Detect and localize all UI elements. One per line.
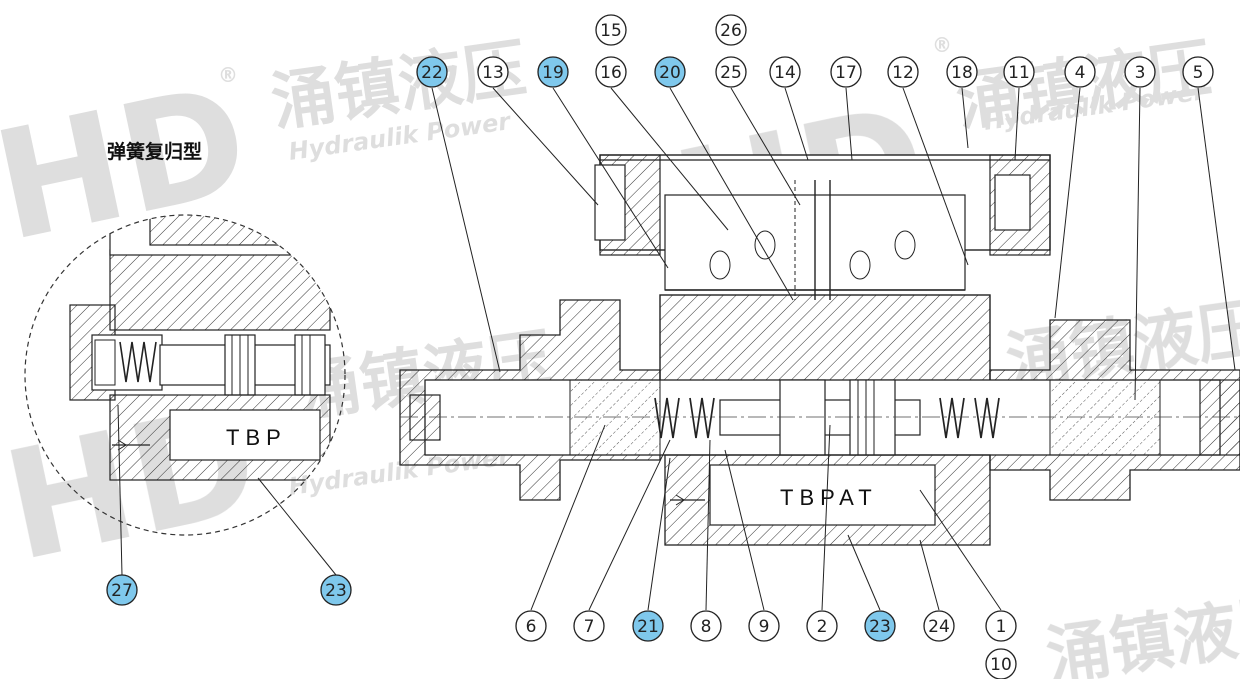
callout-circle — [632, 610, 664, 642]
callout-balloon-20: 20 — [654, 56, 686, 88]
balloon-callouts: 22 13 19 15 16 20 26 25 14 17 12 18 11 4 3 5 6 7 21 8 9 2 23 24… — [106, 14, 1214, 679]
callout-circle — [477, 56, 509, 88]
callout-circle — [985, 648, 1017, 679]
leader-lines — [117, 87, 1236, 611]
callout-circle — [946, 56, 978, 88]
callout-number: 18 — [951, 63, 973, 83]
callout-balloon-9: 9 — [748, 610, 780, 642]
callout-circle — [595, 14, 627, 46]
callout-number: 2 — [817, 617, 828, 637]
callout-balloon-27: 27 — [106, 574, 138, 606]
callout-balloon-17: 17 — [830, 56, 862, 88]
main-valve: TBPAT — [399, 154, 1240, 546]
callout-circle — [806, 610, 838, 642]
callout-number: 25 — [720, 63, 742, 83]
callout-number: 19 — [542, 63, 564, 83]
callout-circle — [985, 610, 1017, 642]
inset-port-label: TBP — [226, 425, 287, 450]
callout-balloon-13: 13 — [477, 56, 509, 88]
callout-number: 10 — [990, 655, 1012, 675]
callout-circle — [887, 56, 919, 88]
callout-number: 9 — [759, 617, 770, 637]
main-port-label: TBPAT — [780, 485, 878, 510]
callout-circle — [769, 56, 801, 88]
callout-number: 1 — [996, 617, 1007, 637]
callout-number: 22 — [421, 63, 443, 83]
callout-balloon-12: 12 — [887, 56, 919, 88]
callout-number: 26 — [720, 21, 742, 41]
callout-balloon-7: 7 — [573, 610, 605, 642]
callout-number: 5 — [1193, 63, 1204, 83]
callout-balloon-2: 2 — [806, 610, 838, 642]
callout-balloon-25: 25 — [715, 56, 747, 88]
inset-title: 弹簧复归型 — [107, 140, 202, 163]
callout-circle — [515, 610, 547, 642]
callout-balloon-8: 8 — [690, 610, 722, 642]
callout-number: 27 — [111, 581, 133, 601]
callout-number: 23 — [869, 617, 891, 637]
callout-number: 12 — [892, 63, 914, 83]
callout-circle — [573, 610, 605, 642]
callout-number: 8 — [701, 617, 712, 637]
callout-circle — [748, 610, 780, 642]
callout-circle — [1003, 56, 1035, 88]
callout-balloon-4: 4 — [1064, 56, 1096, 88]
callout-number: 7 — [584, 617, 595, 637]
callout-circle — [923, 610, 955, 642]
callout-balloon-21: 21 — [632, 610, 664, 642]
callout-balloon-16: 16 — [595, 56, 627, 88]
callout-circle — [715, 14, 747, 46]
callout-balloon-10: 10 — [985, 648, 1017, 679]
callout-balloon-3: 3 — [1124, 56, 1156, 88]
watermark-brand: 涌镇液压 — [1042, 586, 1240, 679]
callout-circle — [1064, 56, 1096, 88]
callout-circle — [1124, 56, 1156, 88]
callout-circle — [654, 56, 686, 88]
callout-balloon-19: 19 — [537, 56, 569, 88]
callout-number: 3 — [1135, 63, 1146, 83]
callout-balloon-1: 1 — [985, 610, 1017, 642]
callout-number: 14 — [774, 63, 796, 83]
callout-balloon-14: 14 — [769, 56, 801, 88]
callout-number: 13 — [482, 63, 504, 83]
callout-balloon-23: 23 — [320, 574, 352, 606]
callout-circle — [690, 610, 722, 642]
callout-circle — [106, 574, 138, 606]
callout-balloon-26: 26 — [715, 14, 747, 46]
callout-number: 6 — [526, 617, 537, 637]
watermark-registered: ® — [932, 33, 952, 57]
watermark-registered: ® — [218, 63, 238, 87]
callout-circle — [537, 56, 569, 88]
callout-balloon-22: 22 — [416, 56, 448, 88]
callout-number: 16 — [600, 63, 622, 83]
callout-circle — [1182, 56, 1214, 88]
callout-circle — [416, 56, 448, 88]
callout-circle — [830, 56, 862, 88]
callout-circle — [715, 56, 747, 88]
callout-number: 23 — [325, 581, 347, 601]
callout-balloon-6: 6 — [515, 610, 547, 642]
callout-balloon-11: 11 — [1003, 56, 1035, 88]
callout-number: 21 — [637, 617, 659, 637]
callout-balloon-15: 15 — [595, 14, 627, 46]
callout-circle — [320, 574, 352, 606]
callout-number: 24 — [928, 617, 950, 637]
callout-number: 15 — [600, 21, 622, 41]
callout-circle — [864, 610, 896, 642]
callout-number: 4 — [1075, 63, 1086, 83]
callout-number: 11 — [1008, 63, 1030, 83]
callout-circle — [595, 56, 627, 88]
callout-balloon-5: 5 — [1182, 56, 1214, 88]
callout-number: 20 — [659, 63, 681, 83]
callout-balloon-23: 23 — [864, 610, 896, 642]
callout-number: 17 — [835, 63, 857, 83]
callout-balloon-18: 18 — [946, 56, 978, 88]
callout-balloon-24: 24 — [923, 610, 955, 642]
